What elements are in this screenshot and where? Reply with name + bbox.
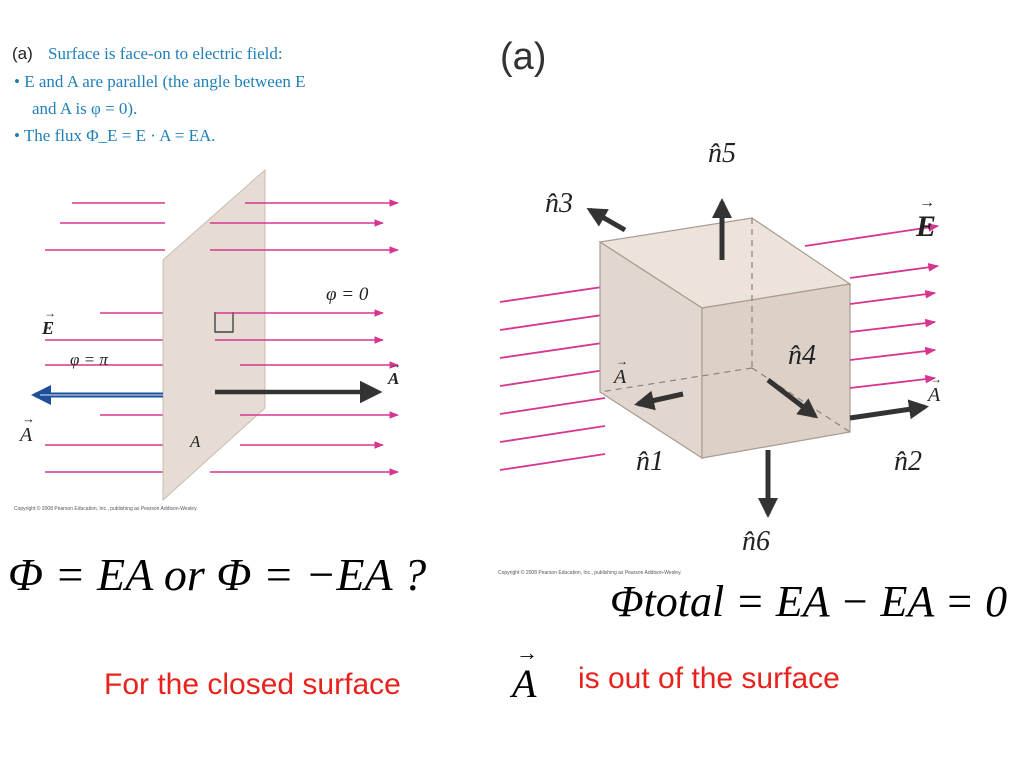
field-line xyxy=(849,318,937,333)
field-line xyxy=(849,346,937,361)
right-angle-marker xyxy=(214,312,234,333)
cube-diagram xyxy=(499,198,940,518)
total-flux-equation: Φtotal = EA − EA = 0 xyxy=(610,577,1008,626)
label-a-plane: A xyxy=(190,432,201,451)
vector-arrow-icon: → xyxy=(389,357,401,371)
label-a-text: A xyxy=(388,369,400,388)
caption-line-3: and A is φ = 0). xyxy=(32,99,138,118)
label-varphi-pi: φ = π xyxy=(70,350,108,369)
label-a-text: A xyxy=(614,366,627,388)
field-line xyxy=(849,263,940,279)
field-line xyxy=(499,453,606,471)
label-e-text: E xyxy=(916,210,937,243)
label-e-text: E xyxy=(42,318,55,338)
label-a-inner: → A xyxy=(614,354,628,389)
flat-surface-plane xyxy=(162,168,266,502)
field-line xyxy=(849,374,937,389)
label-a-vector-right: → A xyxy=(388,357,401,389)
label-n4: n̂4 xyxy=(788,340,816,371)
label-e-vector-right: → E xyxy=(916,194,937,244)
caption-letter-left: (a) xyxy=(12,44,33,63)
label-a-text: A xyxy=(928,384,941,406)
label-a-text: A xyxy=(20,424,33,446)
copyright-right: Copyright © 2008 Pearson Education, Inc.… xyxy=(498,570,682,576)
vector-arrow-icon: → xyxy=(22,411,35,426)
field-line xyxy=(804,223,940,247)
field-lines-exiting xyxy=(804,223,940,389)
vector-arrow-icon: → xyxy=(930,372,942,386)
vector-arrow-icon: → xyxy=(616,354,628,368)
label-n5: n̂5 xyxy=(708,138,736,169)
field-line xyxy=(499,397,606,415)
normal-vector-n3 xyxy=(586,207,627,233)
cube-front-face xyxy=(701,283,851,459)
caption-line-2: • E and A are parallel (the angle betwee… xyxy=(14,72,306,91)
field-lines-left xyxy=(45,202,165,473)
right-panel-heading: (a) xyxy=(500,36,547,78)
flux-question-equation: Φ = EA or Φ = −EA ? xyxy=(8,549,427,600)
field-line xyxy=(499,425,606,443)
normal-vector-n4 xyxy=(766,378,819,419)
bottom-vector-a: → A xyxy=(512,640,538,707)
label-phi-zero: φ = 0 xyxy=(326,284,369,305)
label-a-outer: → A xyxy=(928,372,942,407)
copyright-left: Copyright © 2008 Pearson Education, Inc.… xyxy=(14,506,198,512)
label-n1: n̂1 xyxy=(636,446,664,477)
normal-vector-n2 xyxy=(849,399,929,421)
label-n3: n̂3 xyxy=(545,188,573,219)
label-e-vector-left: → E xyxy=(42,306,56,339)
label-n6: n̂6 xyxy=(742,526,770,557)
label-a-vector-left: → A xyxy=(20,411,35,447)
vector-arrow-icon: → xyxy=(516,640,538,665)
normal-vector-n1 xyxy=(634,390,684,411)
caption-line-4: • The flux Φ_E = E · A = EA. xyxy=(14,126,216,145)
bottom-vector-a-text: A xyxy=(512,661,537,706)
field-line xyxy=(849,289,937,305)
caption-title: Surface is face-on to electric field: xyxy=(48,44,283,63)
field-line xyxy=(499,369,606,387)
flat-surface-diagram xyxy=(31,168,399,502)
bottom-text-part1: For the closed surface xyxy=(104,668,401,701)
bottom-text-part2: is out of the surface xyxy=(578,662,840,695)
vector-arrow-icon: → xyxy=(44,306,56,320)
vector-arrow-icon: → xyxy=(919,194,935,211)
label-n2: n̂2 xyxy=(894,446,922,477)
